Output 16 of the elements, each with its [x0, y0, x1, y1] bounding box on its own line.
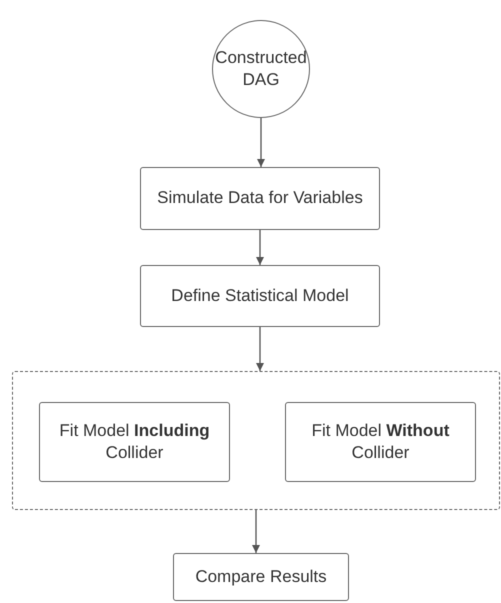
process-box [285, 402, 476, 482]
node-label: Constructed DAG [214, 46, 308, 91]
arrow [256, 327, 264, 371]
node-label: Compare Results [194, 566, 328, 588]
arrow [252, 510, 260, 553]
node-label: Define Statistical Model [170, 284, 350, 307]
group-frame [12, 371, 500, 510]
process-box [173, 553, 349, 601]
node-label: Fit Model Including Collider [58, 420, 211, 464]
process-box [140, 167, 380, 230]
node-label: Fit Model Without Collider [310, 420, 450, 464]
arrow [256, 230, 264, 265]
node-label: Simulate Data for Variables [156, 187, 364, 210]
process-box [39, 402, 230, 482]
process-box [140, 265, 380, 327]
arrow [257, 118, 265, 167]
